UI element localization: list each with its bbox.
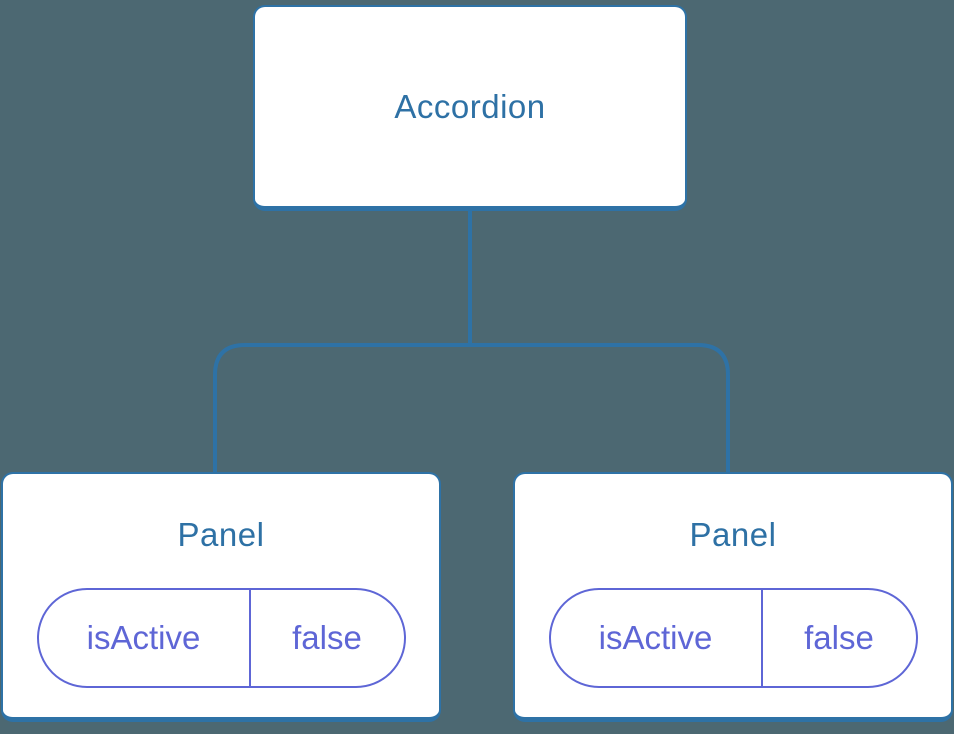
state-value: false <box>804 619 874 656</box>
panel-node-right: Panel isActive false <box>513 472 953 722</box>
state-key: isActive <box>39 590 251 686</box>
state-pill: isActive false <box>548 588 918 688</box>
panel-node-label: Panel <box>689 516 777 553</box>
state-value: false <box>292 619 362 656</box>
panel-node-label: Panel <box>177 516 265 553</box>
state-pill: isActive false <box>36 588 406 688</box>
accordion-node: Accordion <box>253 5 687 211</box>
accordion-node-label: Accordion <box>394 87 546 125</box>
state-key: isActive <box>551 590 763 686</box>
connector-branch <box>213 343 730 474</box>
panel-node-left: Panel isActive false <box>1 472 441 722</box>
